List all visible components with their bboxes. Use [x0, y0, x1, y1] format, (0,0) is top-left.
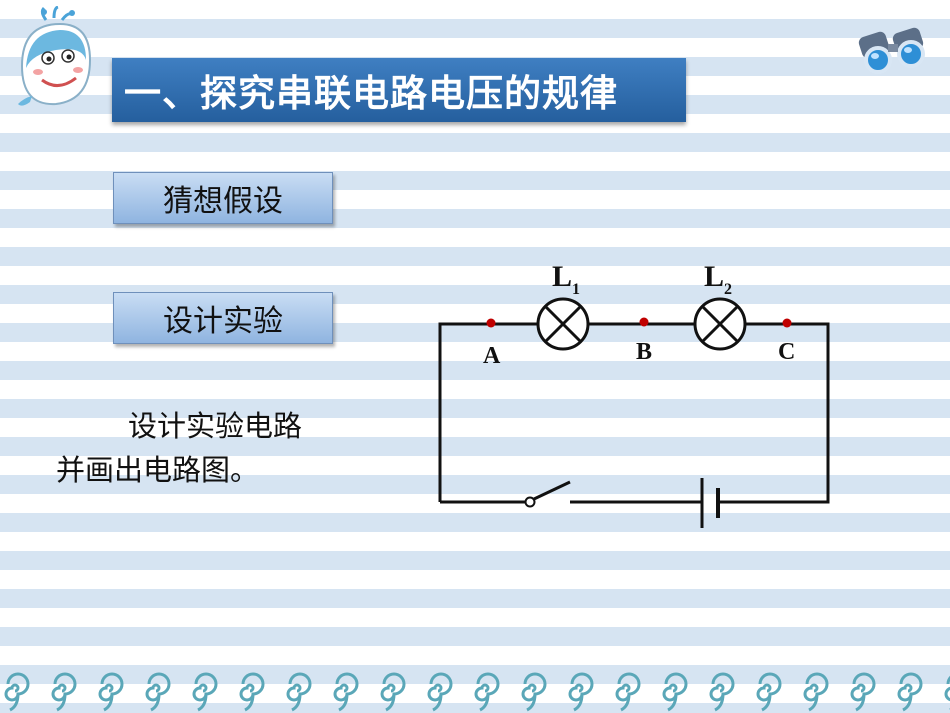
page-title: 一、探究串联电路电压的规律 [124, 72, 618, 115]
title-bar: 一、探究串联电路电压的规律 [112, 58, 686, 122]
point-a-dot [486, 318, 496, 328]
swirl-ornament [615, 672, 641, 712]
point-b-dot [639, 317, 649, 327]
hypothesis-label: 猜想假设 [163, 184, 283, 219]
lamp-l1-label: L1 [552, 260, 580, 298]
swirl-ornament [944, 676, 950, 710]
hypothesis-box: 猜想假设 [113, 172, 333, 224]
swirl-ornament [286, 672, 312, 712]
swirl-ornament [145, 672, 171, 712]
swirl-ornament [427, 672, 453, 712]
instruction-line-1: 设计实验电路 [128, 409, 303, 443]
whale-icon [18, 6, 92, 106]
design-experiment-label: 设计实验 [163, 304, 283, 339]
design-experiment-box: 设计实验 [113, 292, 333, 344]
point-b-label: B [636, 339, 652, 365]
wire-left [438, 322, 538, 502]
swirl-ornament [897, 672, 923, 712]
point-c-label: C [778, 339, 795, 365]
swirl-ornament [709, 672, 735, 712]
lamp-l2-label: L2 [704, 260, 732, 298]
swirl-ornament [803, 672, 829, 712]
swirl-ornament [333, 672, 359, 712]
instruction-line-2: 并画出电路图。 [56, 453, 260, 487]
swirl-border [4, 672, 950, 712]
swirl-ornament [4, 672, 30, 712]
swirl-ornament [474, 672, 500, 712]
swirl-ornament [756, 672, 782, 712]
swirl-ornament [239, 672, 265, 712]
switch-contact-icon [524, 496, 536, 508]
wire-right [718, 322, 830, 504]
swirl-ornament [98, 672, 124, 712]
lamp-l2-icon [693, 297, 747, 351]
lamp-l1-icon [536, 297, 590, 351]
swirl-ornament [51, 672, 77, 712]
swirl-ornament [662, 672, 688, 712]
swirl-ornament [568, 672, 594, 712]
swirl-ornament [850, 672, 876, 712]
swirl-ornament [380, 672, 406, 712]
circuit-diagram: L1 L2 A B C [438, 260, 830, 528]
point-a-label: A [483, 343, 501, 369]
instruction-text: 设计实验电路 并画出电路图。 [56, 404, 376, 492]
swirl-ornament [521, 672, 547, 712]
switch-blade [533, 480, 571, 501]
swirl-ornament [192, 672, 218, 712]
binoculars-icon [858, 27, 925, 74]
point-c-dot [782, 318, 792, 328]
